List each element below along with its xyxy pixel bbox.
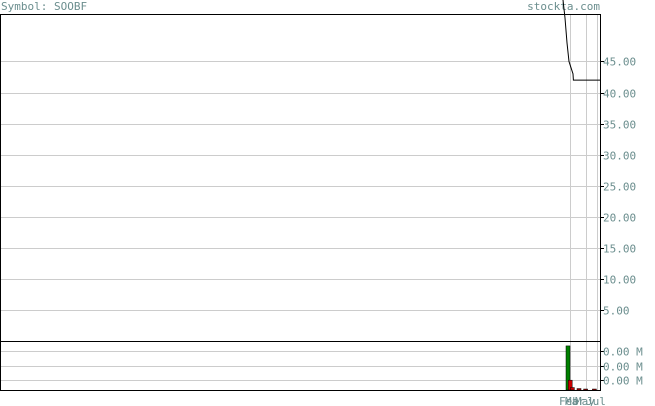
price-tick-label: 30.00: [603, 150, 636, 163]
price-tick-label: 5.00: [603, 305, 630, 318]
x-tick-label: Jul: [586, 395, 606, 406]
volume-tick-label: 0.00 M: [603, 375, 643, 388]
price-tick-label: 40.00: [603, 88, 636, 101]
volume-tick-label: 0.00 M: [603, 346, 643, 359]
volume-bar: [592, 388, 597, 391]
price-panel-frame: [0, 14, 601, 342]
x-tick-label: Feb: [559, 395, 579, 406]
price-tick-label: 35.00: [603, 119, 636, 132]
x-tick-label: May: [575, 395, 595, 406]
x-tick-label: Mar: [565, 395, 585, 406]
volume-tick-label: 0.00 M: [603, 361, 643, 374]
price-tick-label: 20.00: [603, 212, 636, 225]
symbol-label: Symbol: SOOBF: [1, 0, 88, 13]
price-tick-label: 15.00: [603, 243, 636, 256]
price-tick-label: 10.00: [603, 274, 636, 287]
volume-bar: [583, 388, 588, 391]
price-tick-label: 25.00: [603, 181, 636, 194]
price-tick-label: 45.00: [603, 56, 636, 69]
volume-bar: [576, 388, 582, 391]
volume-bar: [570, 387, 575, 391]
price-line: [562, 0, 600, 81]
